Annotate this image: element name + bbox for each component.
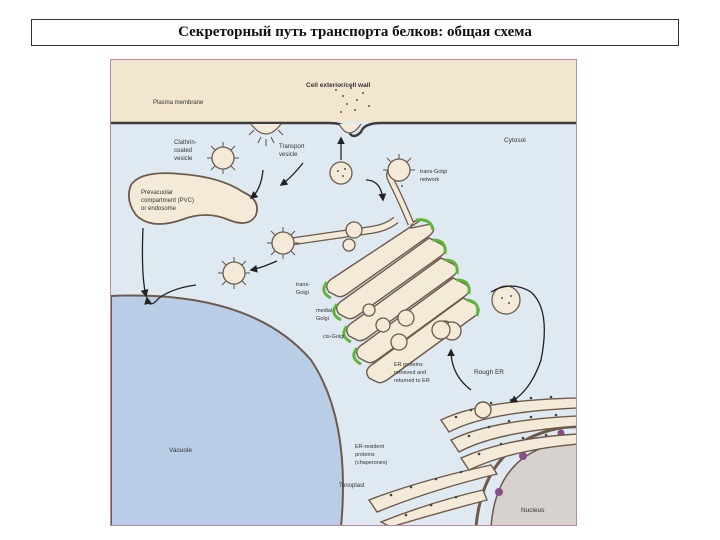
label-plasma-membrane: Plasma membrane [153,100,204,106]
label-vacuole: Vacuole [169,447,192,454]
vacuole [111,294,344,525]
secretory-pathway-diagram: Cell exterior/cell wall Plasma membrane … [110,59,577,526]
label-pvc-2: compartment (PVC) [141,198,194,204]
label-clathrin-vesicle-1: Clathrin- [174,140,197,146]
rough-er [367,397,576,525]
golgi-stack [280,163,480,384]
label-cis-golgi: cis-Golgi [323,334,344,340]
label-trans-golgi-network-1: trans-Golgi [420,169,447,175]
label-er-retrieval-3: returned to ER [394,378,430,384]
label-trans-golgi-1: trans- [296,282,310,288]
clathrin-coated-vesicles [207,142,415,289]
label-clathrin-vesicle-2: coated [174,148,192,154]
label-transport-vesicle-1: Transport [279,144,305,150]
label-er-retrieval-1: ER proteins [394,362,423,368]
label-rough-er: Rough ER [474,369,504,376]
clathrin-pit [248,123,284,146]
label-pvc-1: Prevacuolar [141,190,173,196]
label-clathrin-vesicle-3: vesicle [174,156,193,162]
title-box: Секреторный путь транспорта белков: обща… [31,19,679,46]
label-tonoplast: Tonoplast [339,483,365,489]
pathway-arrows [140,136,545,403]
label-cytosol: Cytosol [504,137,526,144]
label-medial-golgi-2: Golgi [316,316,329,322]
prevacuolar-compartment [127,172,258,225]
label-er-resident-3: (chaperones) [355,460,388,466]
label-medial-golgi-1: medial- [316,308,334,314]
label-er-retrieval-2: retrieved and [394,370,426,376]
cell-wall [111,60,576,122]
label-transport-vesicle-2: vesicle [279,152,298,158]
label-trans-golgi-network-2: network [420,177,440,183]
ribosomes [389,395,558,517]
label-trans-golgi-2: Golgi [296,290,309,296]
secretion-dots [335,87,370,113]
transport-vesicles [329,161,521,351]
label-pvc-3: or endosome [141,206,177,212]
label-nucleus: Nucleus [521,507,545,514]
secretory-vesicle-fusion [338,123,362,134]
label-er-resident-2: proteins [355,452,375,458]
page-title: Секреторный путь транспорта белков: обща… [178,24,532,40]
label-cell-wall: Cell exterior/cell wall [306,82,371,89]
label-er-resident-1: ER-resident [355,444,385,450]
